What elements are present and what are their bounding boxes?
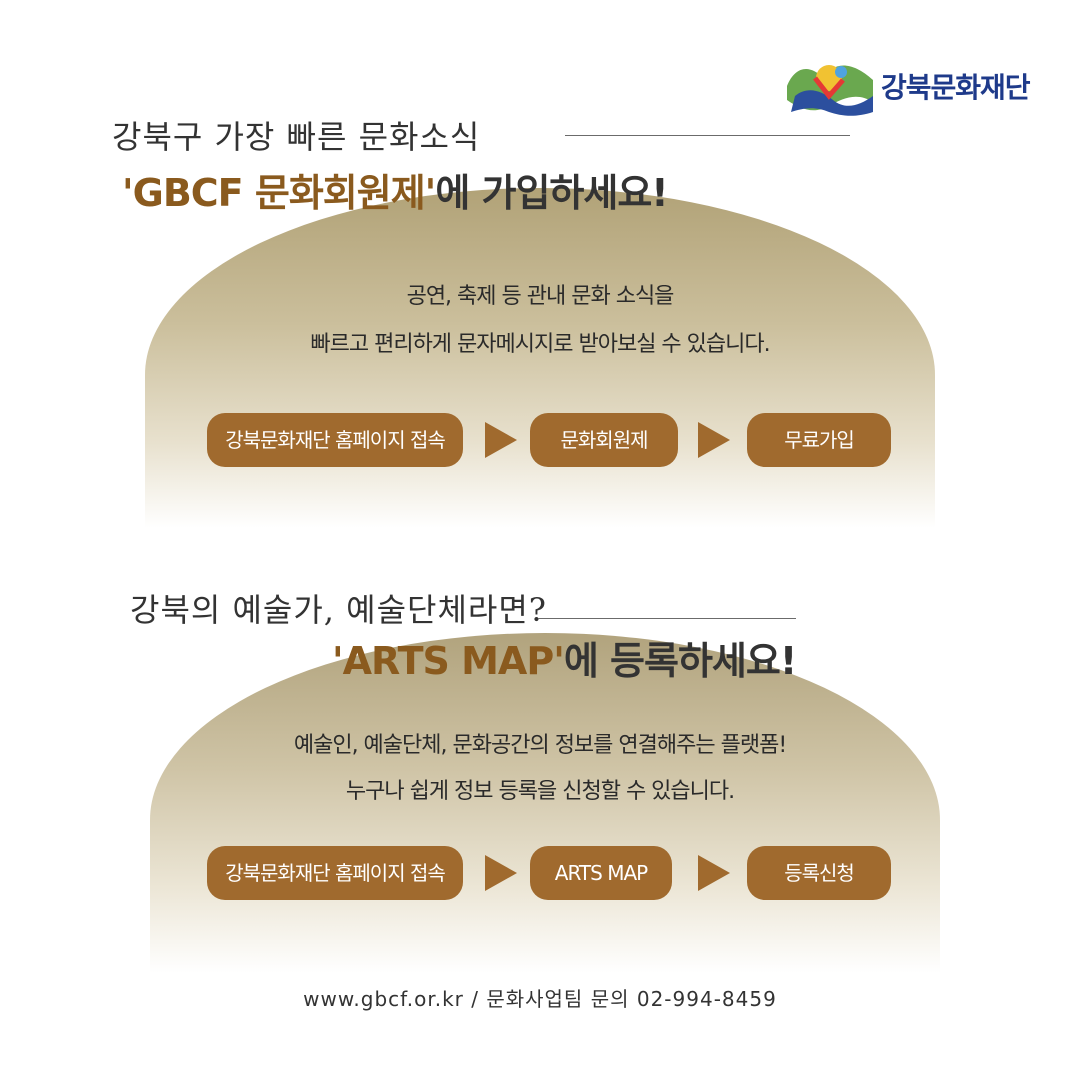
step-arts-map-button[interactable]: ARTS MAP: [530, 846, 672, 900]
arrow-right-icon: [485, 855, 517, 891]
section1-divider: [565, 135, 850, 136]
arrow-right-icon: [698, 422, 730, 458]
brand-name: 강북문화재단: [881, 71, 1031, 104]
section2-description-line2: 누구나 쉽게 정보 등록을 신청할 수 있습니다.: [345, 779, 735, 804]
step-homepage-button[interactable]: 강북문화재단 홈페이지 접속: [207, 413, 463, 467]
section1-tagline: 강북구 가장 빠른 문화소식: [112, 118, 481, 156]
section2-headline-highlight: 'ARTS MAP': [332, 639, 565, 683]
mountain-logo-icon: [787, 65, 873, 116]
section1-description-line1: 공연, 축제 등 관내 문화 소식을: [406, 284, 675, 309]
brand-logo[interactable]: 강북문화재단: [785, 52, 1045, 122]
step-register-button[interactable]: 등록신청: [747, 846, 891, 900]
section2-headline: 'ARTS MAP'에 등록하세요!: [332, 630, 797, 685]
section1-description-line2: 빠르고 편리하게 문자메시지로 받아보실 수 있습니다.: [310, 332, 770, 357]
section2-headline-rest: 에 등록하세요!: [563, 639, 797, 683]
section1-headline-rest: 에 가입하세요!: [435, 171, 668, 215]
section1-dome-background: [145, 188, 935, 528]
step-free-signup-button[interactable]: 무료가입: [747, 413, 891, 467]
arrow-right-icon: [485, 422, 517, 458]
arrow-right-icon: [698, 855, 730, 891]
section2-description-line1: 예술인, 예술단체, 문화공간의 정보를 연결해주는 플랫폼!: [293, 733, 787, 758]
step-homepage-button[interactable]: 강북문화재단 홈페이지 접속: [207, 846, 463, 900]
section1-headline-highlight: 'GBCF 문화회원제': [122, 171, 436, 215]
section2-divider: [538, 618, 796, 619]
section2-tagline: 강북의 예술가, 예술단체라면?: [130, 591, 547, 629]
step-membership-button[interactable]: 문화회원제: [530, 413, 678, 467]
section1-headline: 'GBCF 문화회원제'에 가입하세요!: [122, 162, 669, 217]
section2-dome-background: [150, 633, 940, 973]
footer-contact: www.gbcf.or.kr / 문화사업팀 문의 02-994-8459: [303, 987, 777, 1011]
